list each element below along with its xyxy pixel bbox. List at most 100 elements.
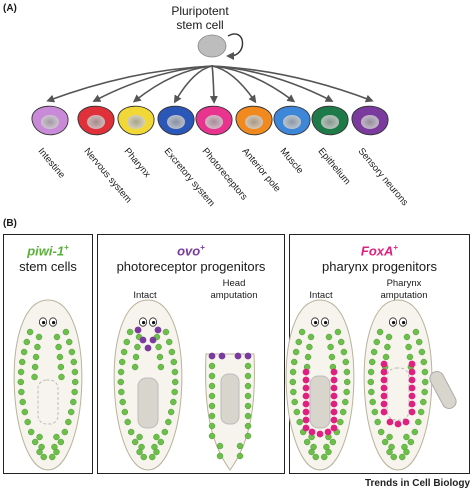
cell-dot bbox=[408, 376, 416, 384]
cell-dot bbox=[307, 333, 315, 341]
cell-dot bbox=[417, 408, 425, 416]
cell-dot bbox=[344, 378, 351, 386]
cell-dot bbox=[244, 362, 252, 370]
cell-dot bbox=[321, 453, 328, 461]
pupil bbox=[324, 321, 328, 325]
cell-dot bbox=[171, 388, 178, 396]
cell-dot bbox=[117, 368, 125, 376]
cell-dot bbox=[380, 384, 388, 392]
cell-dot bbox=[55, 343, 62, 351]
cell-dot bbox=[291, 358, 298, 366]
cell-dot bbox=[58, 373, 65, 381]
cell-dot bbox=[65, 418, 72, 426]
box2-title: photoreceptor progenitors bbox=[116, 259, 266, 275]
cell-dot bbox=[371, 408, 379, 416]
cell-dot bbox=[304, 353, 312, 361]
cell-dot bbox=[394, 420, 402, 428]
cell-dot bbox=[382, 353, 390, 361]
cell-dot bbox=[412, 328, 420, 336]
cell-dot bbox=[172, 378, 179, 386]
cell-dot bbox=[403, 448, 410, 456]
cell-dot bbox=[244, 352, 252, 360]
cell-dot bbox=[367, 378, 374, 386]
box3-intact-label: Intact bbox=[309, 290, 333, 301]
cell-dot bbox=[71, 368, 79, 376]
cell-dot bbox=[411, 428, 419, 436]
cell-dot bbox=[324, 428, 332, 436]
cell-dot bbox=[380, 408, 388, 416]
cell-dot bbox=[68, 348, 76, 356]
cell-dot bbox=[170, 358, 177, 366]
cell-dot bbox=[289, 378, 296, 386]
pupil bbox=[142, 321, 146, 325]
cell-dot bbox=[403, 333, 411, 341]
piwi1-sup: + bbox=[64, 243, 69, 252]
ovo-marker: ovo bbox=[177, 243, 201, 259]
cell-dot bbox=[156, 353, 164, 361]
cell-dot bbox=[408, 368, 416, 376]
box1-title: stem cells bbox=[19, 259, 77, 275]
cell-dot bbox=[329, 438, 337, 446]
cell-dot bbox=[342, 398, 349, 406]
cell-dot bbox=[71, 388, 78, 396]
cell-dot bbox=[399, 453, 406, 461]
pharynx bbox=[137, 377, 159, 429]
cell-dot bbox=[208, 432, 216, 440]
cell-dot bbox=[420, 398, 427, 406]
cell-dot bbox=[377, 428, 385, 436]
cell-dot bbox=[376, 328, 384, 336]
cell-dot bbox=[208, 392, 216, 400]
cell-dot bbox=[244, 402, 252, 410]
cell-dot bbox=[119, 398, 126, 406]
stem-cell-label-line1: Pluripotent bbox=[171, 4, 229, 18]
cell-dot bbox=[244, 432, 252, 440]
box2-intact-label: Intact bbox=[133, 290, 157, 301]
cell-dot bbox=[208, 352, 216, 360]
cell-dot bbox=[165, 418, 172, 426]
cell-dot bbox=[132, 353, 140, 361]
self-renewal-arrow bbox=[226, 33, 244, 60]
cell-dot bbox=[168, 348, 176, 356]
pupil bbox=[152, 321, 156, 325]
cell-dot bbox=[20, 348, 28, 356]
cell-dot bbox=[208, 402, 216, 410]
cell-dot bbox=[291, 398, 298, 406]
box3-amputation-label: Pharynx amputation bbox=[364, 278, 444, 302]
cell-dot bbox=[303, 438, 311, 446]
foxa-sup: + bbox=[393, 243, 399, 252]
cell-dot bbox=[118, 388, 125, 396]
pharynx bbox=[220, 373, 240, 425]
piwi1-marker: piwi-1 bbox=[27, 243, 65, 259]
cell-dot bbox=[149, 453, 156, 461]
cell-dot bbox=[208, 372, 216, 380]
cell-dot bbox=[370, 348, 378, 356]
cell-dot bbox=[119, 358, 126, 366]
cell-dot bbox=[302, 376, 310, 384]
cell-dot bbox=[216, 442, 224, 450]
cell-dot bbox=[343, 368, 351, 376]
cell-dot bbox=[120, 348, 128, 356]
cell-dot bbox=[171, 368, 179, 376]
cell-dot bbox=[208, 422, 216, 430]
cell-dot bbox=[53, 433, 60, 441]
cell-dot bbox=[415, 418, 422, 426]
stem-cell bbox=[197, 34, 227, 58]
cell-dot bbox=[31, 438, 39, 446]
cell-dot bbox=[66, 338, 73, 346]
cell-dot bbox=[420, 358, 427, 366]
cell-dot bbox=[330, 408, 338, 416]
cell-dot bbox=[296, 418, 303, 426]
cell-dot bbox=[121, 408, 129, 416]
cell-dot bbox=[316, 430, 324, 438]
cell-dot bbox=[386, 448, 393, 456]
cell-dot bbox=[244, 382, 252, 390]
cell-dot bbox=[302, 392, 310, 400]
ovo-sup: + bbox=[200, 243, 205, 252]
cell-dot bbox=[62, 328, 70, 336]
cell-dot bbox=[244, 372, 252, 380]
cell-dot bbox=[418, 348, 426, 356]
cell-dot bbox=[330, 424, 338, 432]
cell-dot bbox=[136, 433, 143, 441]
stem-cell-label: Pluripotent stem cell bbox=[150, 4, 250, 32]
